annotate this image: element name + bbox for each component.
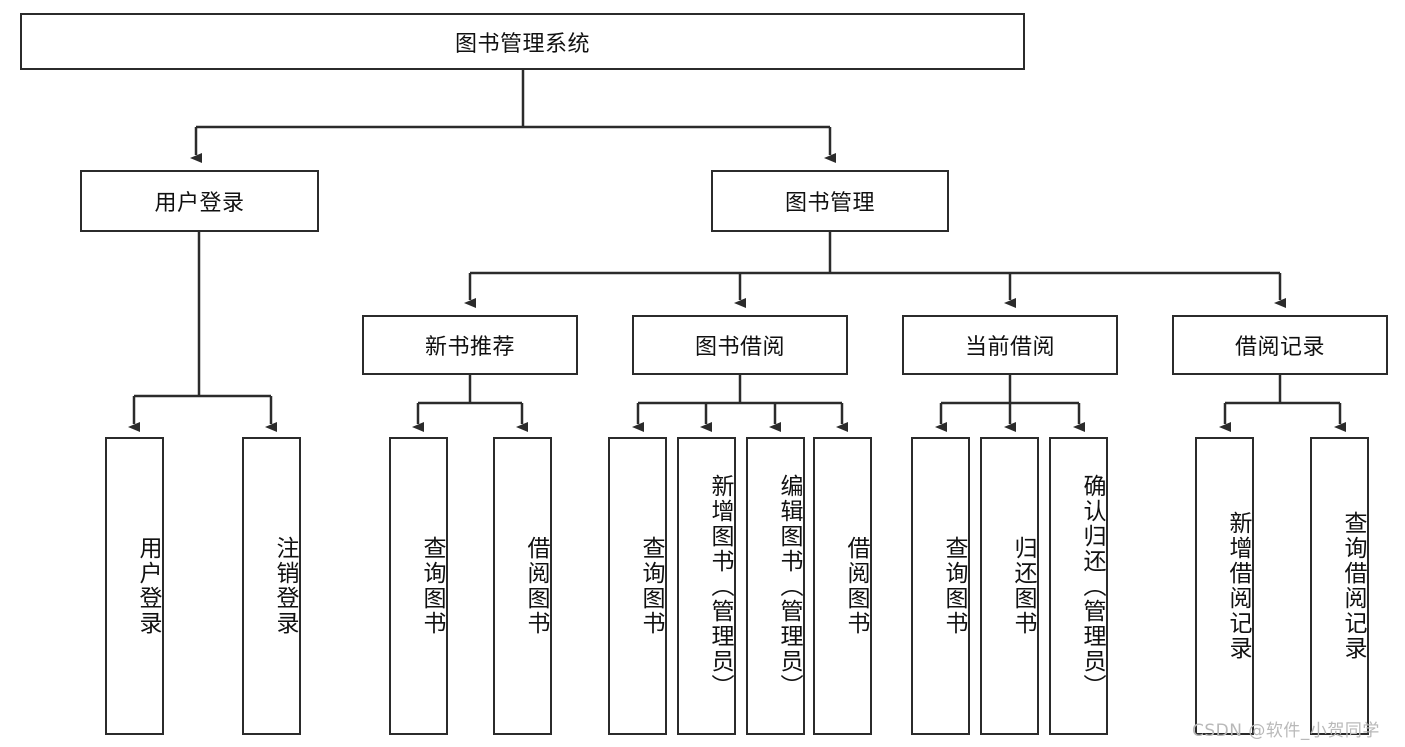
node-book-management-label: 图书管理 [784,191,875,216]
leaf-new-book-2[interactable]: 借阅图书 [493,437,552,735]
node-book-management[interactable]: 图书管理 [711,170,949,232]
csdn-watermark: CSDN @软件_小贺同学 [1192,721,1380,741]
leaf-book-borrow-4-label: 借阅图书 [843,536,869,636]
leaf-current-borrow-1-label: 查询图书 [941,536,967,636]
leaf-new-book-1[interactable]: 查询图书 [389,437,448,735]
leaf-book-borrow-1[interactable]: 查询图书 [608,437,667,735]
leaf-book-borrow-3[interactable]: 编辑图书（管理员） [746,437,805,735]
leaf-borrow-record-1[interactable]: 新增借阅记录 [1195,437,1254,735]
node-book-borrow[interactable]: 图书借阅 [632,315,848,375]
leaf-current-borrow-2[interactable]: 归还图书 [980,437,1039,735]
leaf-user-login-2[interactable]: 注销登录 [242,437,301,735]
leaf-borrow-record-2[interactable]: 查询借阅记录 [1310,437,1369,735]
leaf-current-borrow-2-label: 归还图书 [1010,536,1036,636]
leaf-current-borrow-3[interactable]: 确认归还（管理员） [1049,437,1108,735]
leaf-user-login-1-label: 用户登录 [135,536,161,636]
leaf-user-login-1[interactable]: 用户登录 [105,437,164,735]
leaf-book-borrow-3-label: 编辑图书（管理员） [776,473,802,699]
node-borrow-record[interactable]: 借阅记录 [1172,315,1388,375]
leaf-book-borrow-1-label: 查询图书 [638,536,664,636]
node-current-borrow[interactable]: 当前借阅 [902,315,1118,375]
node-root-label: 图书管理系统 [454,31,590,57]
leaf-new-book-2-label: 借阅图书 [523,536,549,636]
node-current-borrow-label: 当前借阅 [964,335,1055,360]
leaf-user-login-2-label: 注销登录 [272,536,298,636]
leaf-new-book-1-label: 查询图书 [419,536,445,636]
leaf-borrow-record-2-label: 查询借阅记录 [1340,511,1366,661]
leaf-book-borrow-2-label: 新增图书（管理员） [707,473,733,699]
node-user-login[interactable]: 用户登录 [80,170,319,232]
leaf-current-borrow-3-label: 确认归还（管理员） [1079,473,1105,699]
node-new-book-recommend-label: 新书推荐 [424,335,515,360]
node-root[interactable]: 图书管理系统 [20,13,1025,70]
node-user-login-label: 用户登录 [154,191,245,216]
node-borrow-record-label: 借阅记录 [1234,335,1325,360]
node-new-book-recommend[interactable]: 新书推荐 [362,315,578,375]
leaf-borrow-record-1-label: 新增借阅记录 [1225,511,1251,661]
leaf-book-borrow-2[interactable]: 新增图书（管理员） [677,437,736,735]
leaf-current-borrow-1[interactable]: 查询图书 [911,437,970,735]
leaf-book-borrow-4[interactable]: 借阅图书 [813,437,872,735]
node-book-borrow-label: 图书借阅 [694,335,785,360]
